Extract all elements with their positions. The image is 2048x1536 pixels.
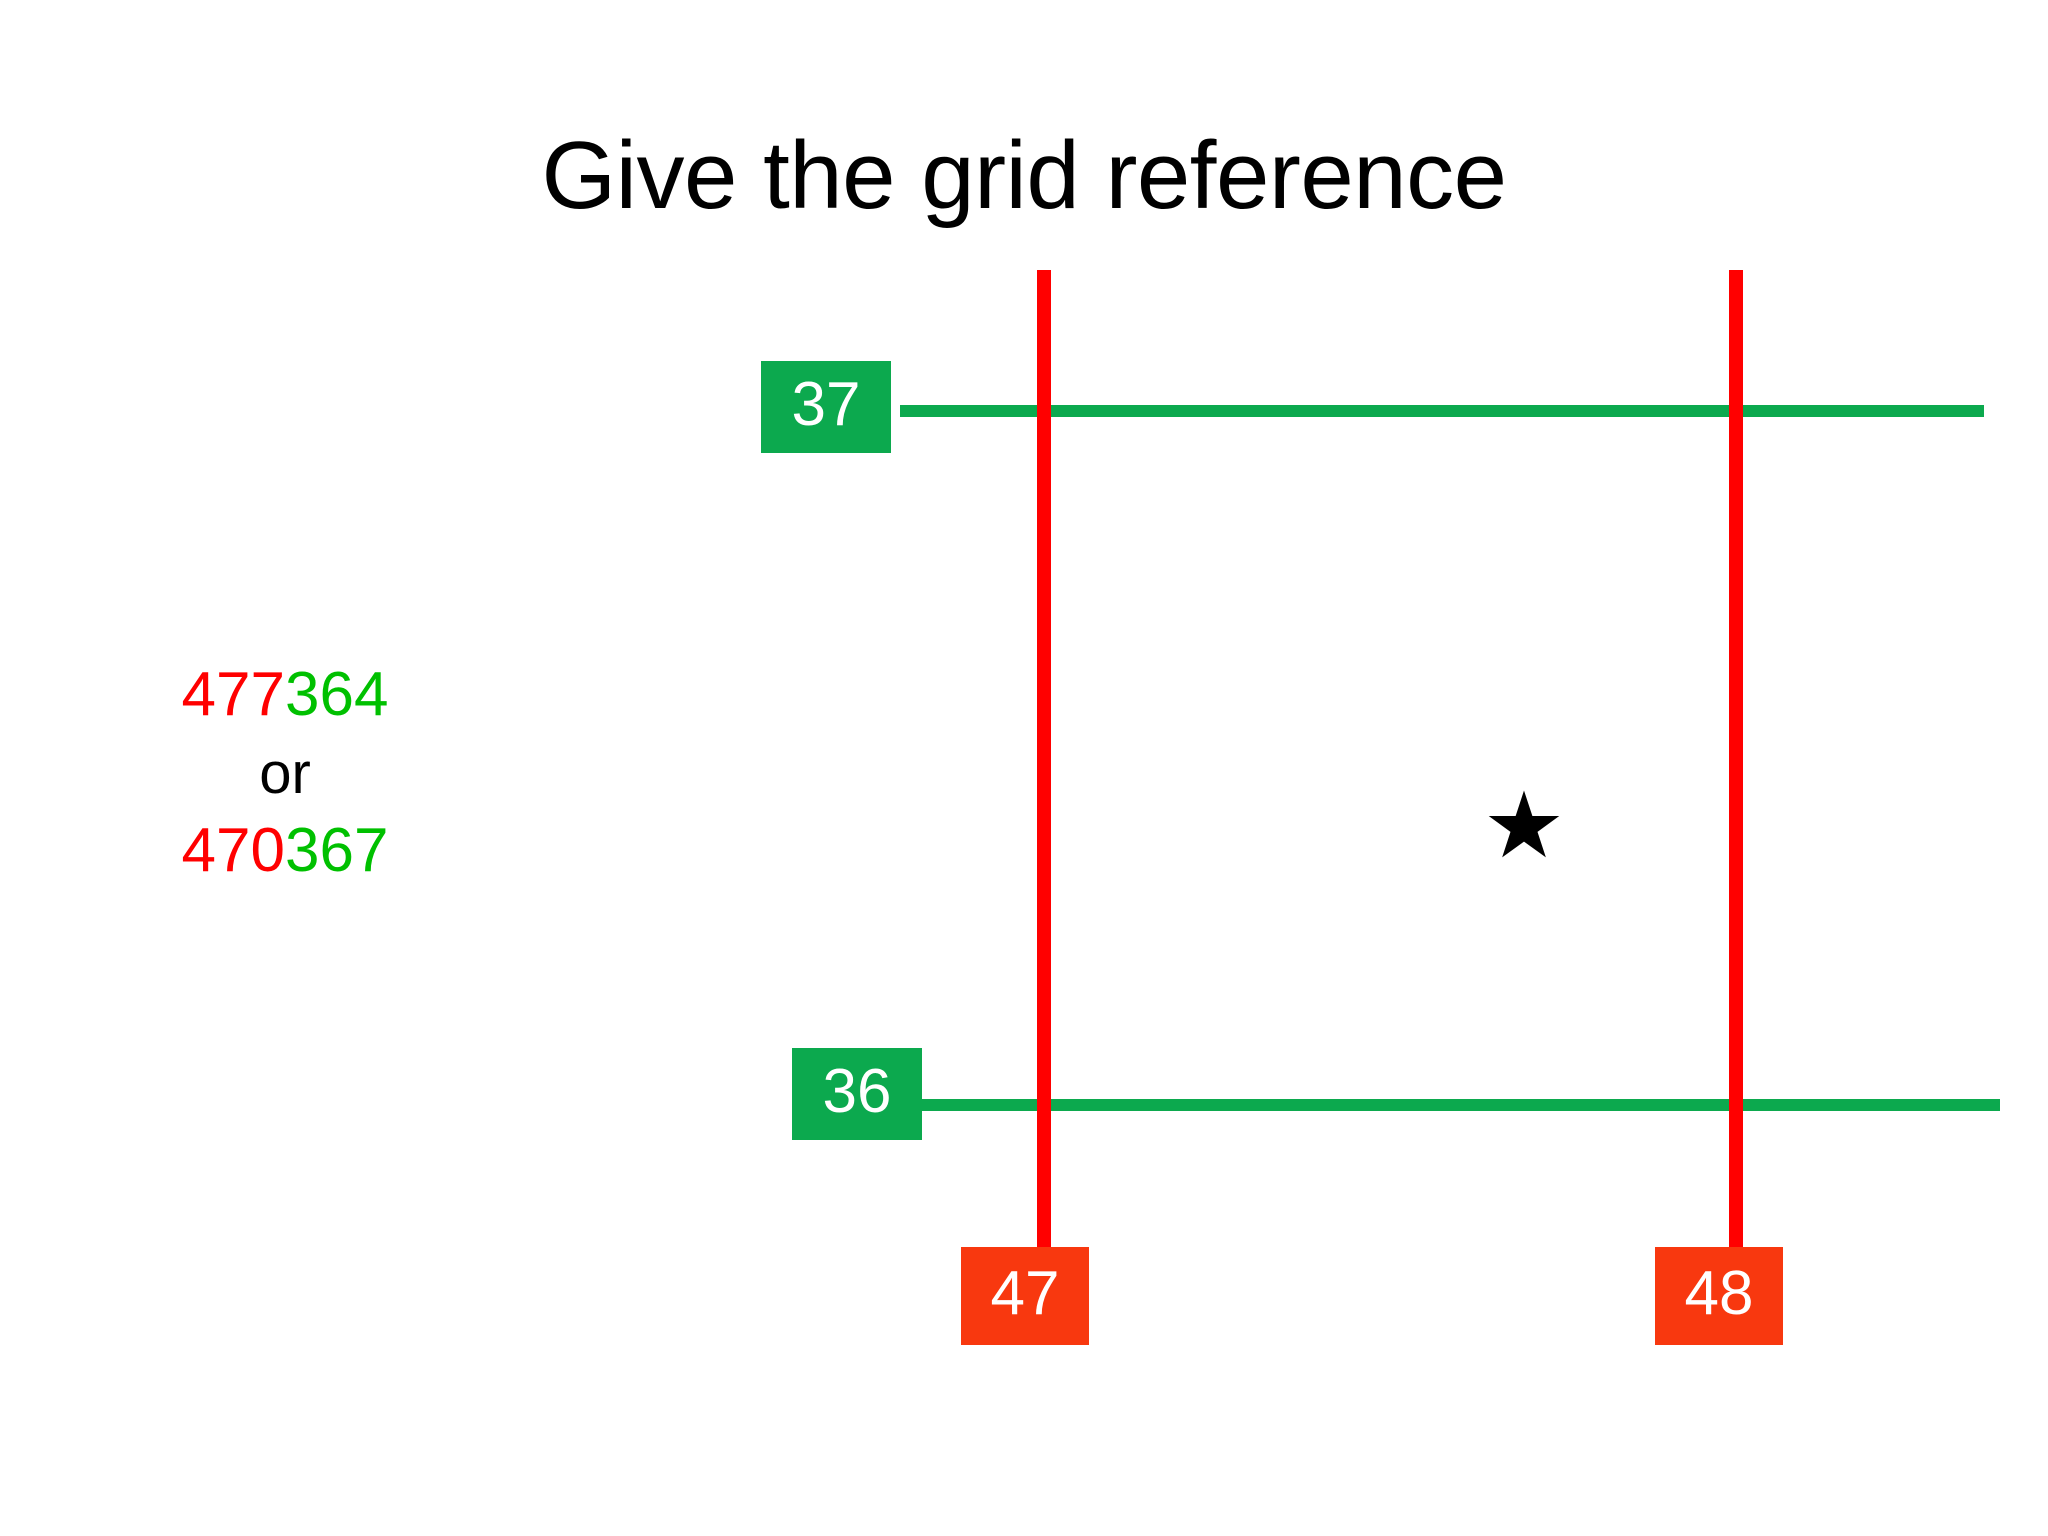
page-title: Give the grid reference — [541, 122, 1508, 229]
grid-label-easting-48[interactable]: 48 — [1655, 1247, 1783, 1345]
answer-1-easting: 477 — [181, 660, 285, 729]
answer-2-northing: 367 — [285, 815, 389, 885]
star-marker-icon: ★ — [1482, 775, 1566, 877]
grid-label-easting-47[interactable]: 47 — [961, 1247, 1089, 1345]
answer-line-1: 477364 — [70, 655, 500, 736]
gridline-easting-47 — [1037, 270, 1051, 1250]
answer-1-northing: 364 — [285, 660, 389, 729]
answer-connector: or — [259, 740, 311, 806]
gridline-easting-48 — [1729, 270, 1743, 1250]
answer-2-easting: 470 — [181, 815, 285, 885]
answer-block: 477364 or 470367 — [70, 655, 500, 892]
grid-label-northing-37[interactable]: 37 — [761, 361, 891, 453]
gridline-northing-36 — [900, 1099, 2000, 1111]
answer-line-2: 470367 — [70, 811, 500, 892]
grid-label-northing-36[interactable]: 36 — [792, 1048, 922, 1140]
gridline-northing-37 — [900, 405, 1984, 417]
